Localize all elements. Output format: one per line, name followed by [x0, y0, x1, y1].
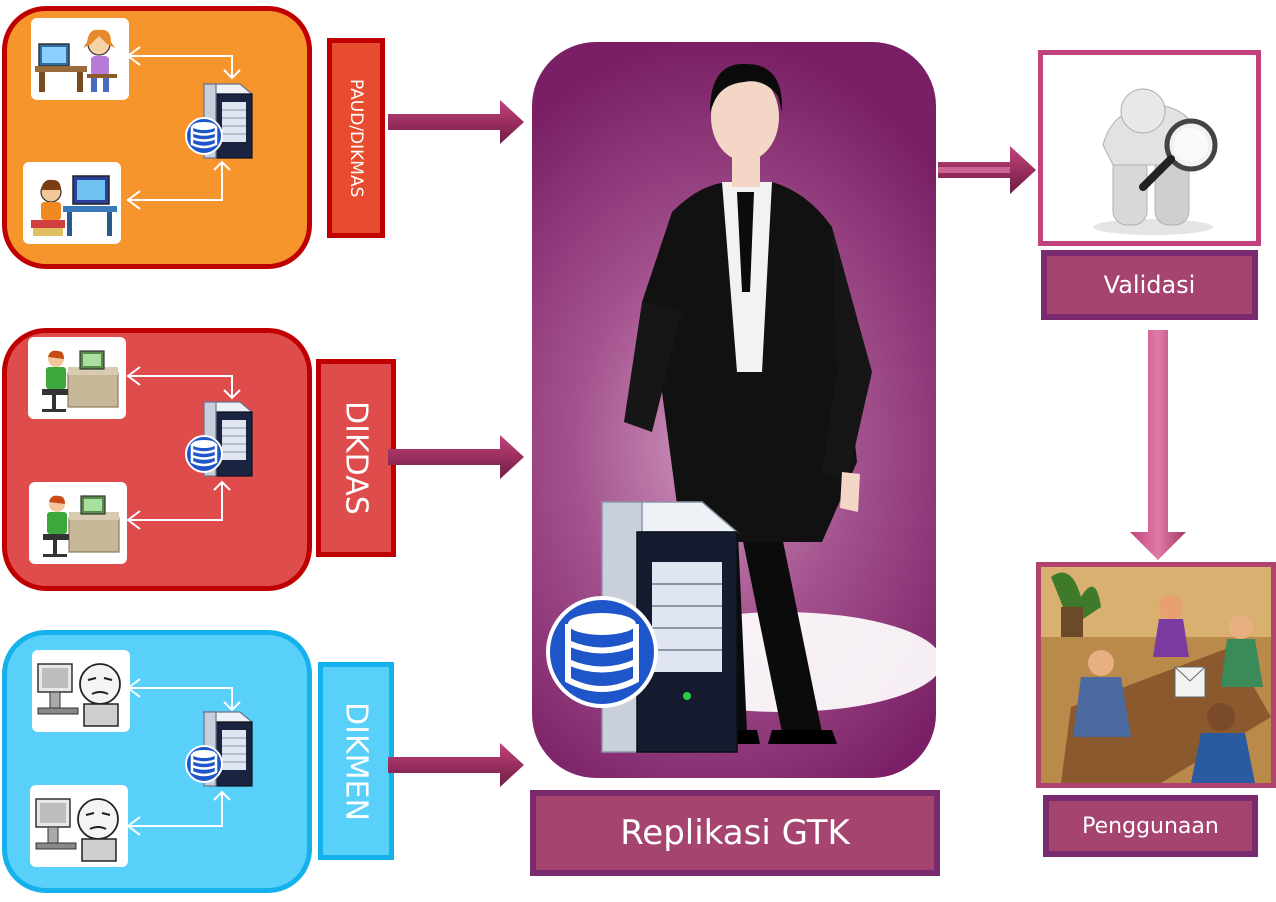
usage-picture-frame: [1036, 562, 1276, 788]
dikmen-connector-arrows: [126, 678, 241, 836]
dikmen-label: DIKMEN: [318, 662, 394, 860]
replikasi-gtk-text: Replikasi GTK: [620, 813, 850, 853]
arrow-paud-to-central: [388, 100, 524, 144]
validation-picture-frame: [1038, 50, 1261, 246]
server-database-icon-3: [182, 708, 260, 792]
validasi-caption: Validasi: [1041, 250, 1258, 320]
server-database-icon-2: [182, 398, 260, 482]
businessman-server-illustration: [546, 63, 936, 753]
magnifier-figure-icon: [1093, 88, 1218, 235]
client-girl-computer-icon: [31, 18, 129, 100]
dikdas-connector-arrows: [126, 366, 241, 530]
replication-central-panel: [532, 42, 936, 778]
dikdas-text: DIKDAS: [338, 401, 374, 515]
meeting-scene-icon: [1041, 567, 1271, 783]
client-worker-desk-icon-2: [29, 482, 127, 564]
paud-connector-arrows: [126, 46, 241, 210]
client-boy-computer-icon: [23, 162, 121, 244]
arrow-central-to-validation: [938, 146, 1036, 194]
server-database-icon: [182, 80, 260, 164]
penggunaan-caption: Penggunaan: [1043, 795, 1258, 857]
arrow-dikdas-to-central: [388, 435, 524, 479]
client-grumpy-computer-icon: [32, 650, 130, 732]
client-grumpy-computer-icon-2: [30, 785, 128, 867]
arrow-dikmen-to-central: [388, 743, 524, 787]
replikasi-gtk-caption: Replikasi GTK: [530, 790, 940, 876]
paud-dikmas-label: PAUD/DIKMAS: [327, 38, 385, 238]
validasi-text: Validasi: [1103, 271, 1196, 299]
arrow-validation-to-usage: [1130, 330, 1186, 560]
dikmen-text: DIKMEN: [338, 701, 374, 821]
paud-dikmas-text: PAUD/DIKMAS: [346, 78, 366, 198]
client-worker-desk-icon: [28, 337, 126, 419]
penggunaan-text: Penggunaan: [1082, 813, 1219, 839]
